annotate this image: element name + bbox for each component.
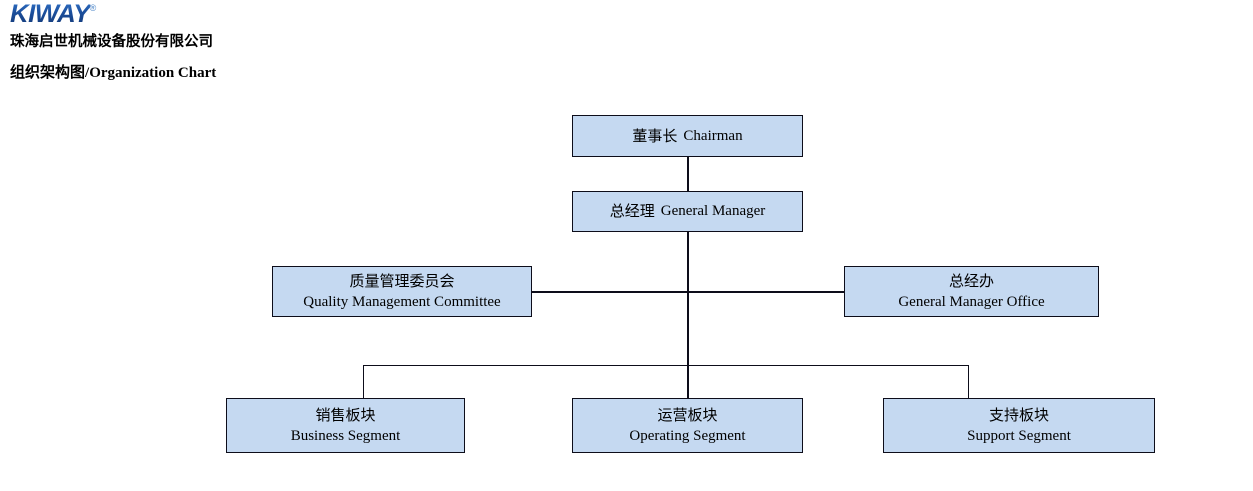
registered-trademark-icon: ® — [89, 3, 97, 13]
page-title-en: Organization Chart — [89, 65, 217, 81]
node-business-segment[interactable]: 销售板块 Business Segment — [226, 398, 465, 453]
connector-segment-distribution-bar — [363, 364, 969, 366]
node-chairman-label-en: Chairman — [683, 127, 743, 144]
connector-chairman-to-general-manager — [687, 157, 689, 191]
node-general-manager[interactable]: 总经理 General Manager — [572, 191, 803, 232]
node-general-manager-office[interactable]: 总经办 General Manager Office — [844, 266, 1099, 317]
kiway-logo: KIWAY ® — [10, 0, 97, 28]
node-operating-segment-label-cn: 运营板块 — [657, 406, 718, 424]
node-support-segment-label-en: Support Segment — [967, 427, 1071, 444]
node-general-manager-office-label-en: General Manager Office — [898, 293, 1045, 310]
page-title: 组织架构图/Organization Chart — [10, 63, 216, 83]
page-title-separator: / — [85, 65, 90, 81]
logo-wordmark: KIWAY — [10, 0, 90, 28]
company-name: 珠海启世机械设备股份有限公司 — [10, 34, 213, 50]
node-operating-segment-label-en: Operating Segment — [629, 427, 746, 444]
node-chairman-label-cn: 董事长 — [632, 127, 678, 145]
connector-general-manager-trunk — [687, 232, 689, 366]
node-support-segment[interactable]: 支持板块 Support Segment — [883, 398, 1155, 453]
node-general-manager-label-cn: 总经理 — [609, 203, 655, 220]
node-support-segment-label-cn: 支持板块 — [988, 406, 1049, 424]
node-quality-management-committee-label-cn: 质量管理委员会 — [349, 272, 455, 290]
node-chairman[interactable]: 董事长 Chairman — [572, 115, 803, 157]
node-business-segment-label-en: Business Segment — [290, 427, 401, 444]
node-general-manager-label-en: General Manager — [660, 203, 766, 219]
node-quality-management-committee[interactable]: 质量管理委员会 Quality Management Committee — [272, 266, 532, 317]
node-quality-management-committee-label-en: Quality Management Committee — [303, 293, 501, 310]
node-business-segment-label-cn: 销售板块 — [315, 406, 376, 424]
node-operating-segment[interactable]: 运营板块 Operating Segment — [572, 398, 803, 453]
connector-drop-support-segment — [967, 365, 969, 398]
page-title-cn: 组织架构图 — [10, 64, 86, 81]
connector-drop-operating-segment — [687, 365, 689, 398]
node-general-manager-office-label-cn: 总经办 — [948, 272, 994, 290]
connector-to-quality-management-committee — [532, 291, 688, 293]
connector-drop-business-segment — [363, 365, 365, 398]
connector-to-general-manager-office — [687, 291, 844, 293]
